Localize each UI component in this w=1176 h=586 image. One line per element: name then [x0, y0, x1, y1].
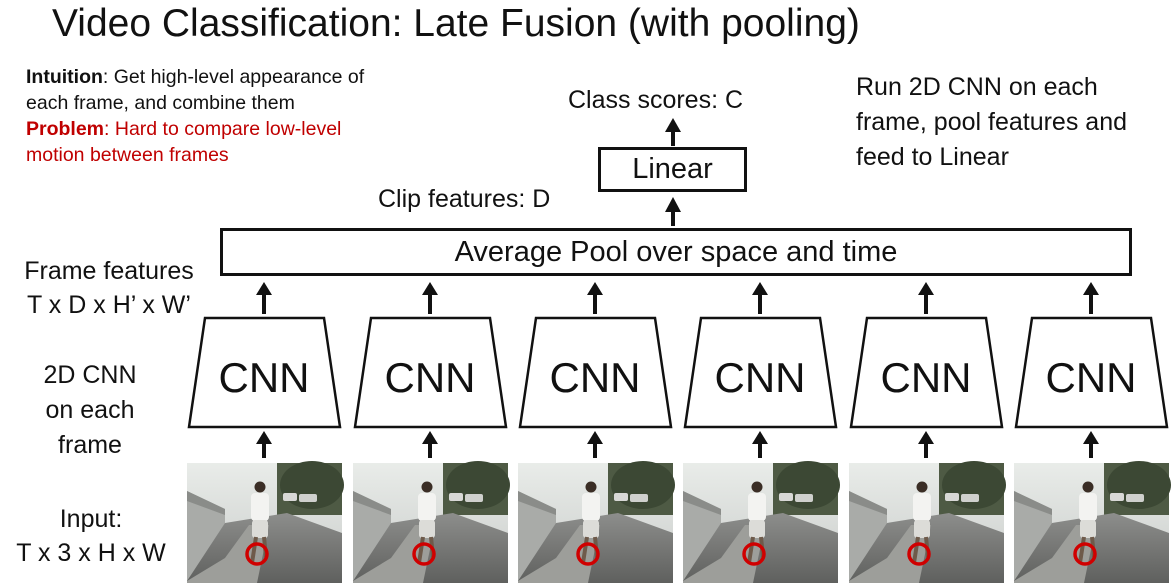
problem-text: : Hard to compare low-level motion betwe… [26, 118, 342, 166]
method-note: Run 2D CNN on each frame, pool features … [856, 73, 1127, 171]
arrow-up-icon [256, 282, 272, 314]
cnn-block-label: CNN [881, 354, 972, 401]
input-label: Input: T x 3 x H x W [0, 502, 182, 570]
marker-circle-icon [412, 542, 436, 566]
runner-photo-icon [1014, 461, 1171, 583]
class-scores-label: Class scores: C [568, 86, 744, 114]
frame-features-line1: Frame features [24, 257, 194, 285]
cnn-block: CNN [353, 316, 508, 429]
arrow-up-icon [256, 431, 272, 458]
cnn-block: CNN [683, 316, 838, 429]
average-pool-box: Average Pool over space and time [220, 228, 1132, 276]
runner-photo-icon [518, 461, 675, 583]
cnn-block: CNN [1014, 316, 1169, 429]
arrow-up-icon [422, 431, 438, 458]
arrow-up-icon [752, 431, 768, 458]
cnn-side-line1: 2D CNN [43, 361, 137, 389]
marker-circle-icon [245, 542, 269, 566]
cnn-block: CNN [518, 316, 673, 429]
marker-circle-icon [907, 542, 931, 566]
arrow-up-icon [665, 118, 681, 146]
cnn-side-line2: on each [45, 396, 135, 424]
cnn-block: CNN [849, 316, 1004, 429]
page-title: Video Classification: Late Fusion (with … [52, 2, 860, 45]
arrow-up-icon [587, 282, 603, 314]
cnn-block-label: CNN [1046, 354, 1137, 401]
arrow-up-icon [1083, 282, 1099, 314]
linear-layer-box: Linear [598, 147, 747, 192]
intuition-label: Intuition [26, 66, 103, 88]
intuition-note: Intuition: Get high-level appearance of … [26, 64, 396, 168]
marker-circle-icon [742, 542, 766, 566]
runner-photo-icon [683, 461, 840, 583]
arrow-up-icon [752, 282, 768, 314]
cnn-side-line3: frame [58, 431, 122, 459]
cnn-block-label: CNN [385, 354, 476, 401]
cnn-block-label: CNN [715, 354, 806, 401]
arrow-up-icon [918, 282, 934, 314]
intuition-text: : Get high-level appearance of each fram… [26, 66, 365, 114]
input-line2: T x 3 x H x W [16, 539, 166, 567]
marker-circle-icon [1073, 542, 1097, 566]
cnn-block: CNN [187, 316, 342, 429]
arrow-up-icon [587, 431, 603, 458]
runner-photo-icon [849, 461, 1006, 583]
cnn-block-label: CNN [550, 354, 641, 401]
frame-features-line2: T x D x H’ x W’ [27, 291, 191, 319]
pool-label: Average Pool over space and time [454, 235, 898, 268]
cnn-block-label: CNN [219, 354, 310, 401]
arrow-up-icon [918, 431, 934, 458]
frame-features-label: Frame features T x D x H’ x W’ [4, 254, 214, 322]
cnn-side-label: 2D CNN on each frame [4, 358, 176, 463]
arrow-up-icon [422, 282, 438, 314]
clip-features-label: Clip features: D [378, 185, 551, 213]
input-line1: Input: [59, 505, 123, 533]
runner-photo-icon [353, 461, 510, 583]
arrow-up-icon [665, 197, 681, 226]
problem-label: Problem [26, 118, 105, 140]
arrow-up-icon [1083, 431, 1099, 458]
runner-photo-icon [187, 461, 344, 583]
marker-circle-icon [576, 542, 600, 566]
linear-label: Linear [632, 153, 713, 185]
